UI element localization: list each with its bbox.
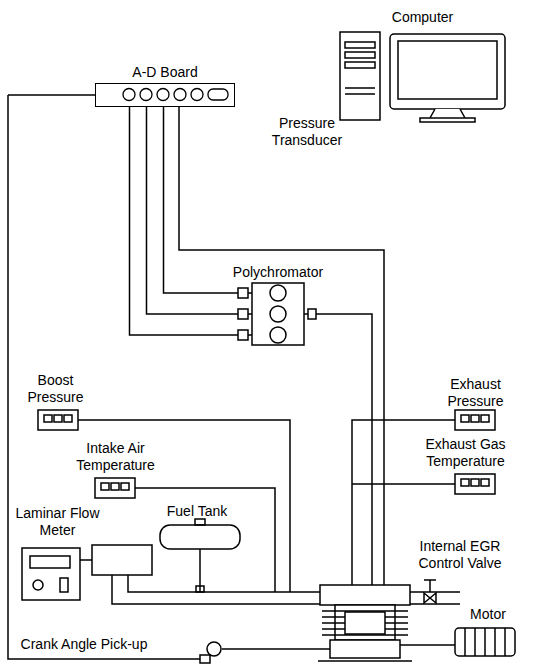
gauge-digit <box>121 483 129 490</box>
egr-valve <box>424 593 436 603</box>
shaft <box>400 644 455 646</box>
ad-board-shape <box>96 84 233 105</box>
switch <box>60 578 68 592</box>
part-label: Pressure Transducer <box>262 115 352 149</box>
injector <box>196 586 204 592</box>
detector-link <box>248 313 252 315</box>
part-label: Crank Angle Pick-up <box>4 636 164 653</box>
gauge-digit <box>471 415 479 422</box>
gauge-digit <box>44 415 52 422</box>
intake-pipe <box>112 575 320 604</box>
polychromator: Polychromator <box>231 264 326 345</box>
part-label: Boost Pressure <box>18 372 93 406</box>
sensor-wire <box>135 488 275 592</box>
board-port <box>157 89 169 101</box>
part-label: Motor <box>458 606 518 623</box>
gauge-box <box>38 410 78 430</box>
gauge-digit <box>54 415 62 422</box>
exhaust-pipe <box>410 592 460 604</box>
display <box>30 556 70 568</box>
shaft <box>222 648 330 650</box>
polychromator-shape <box>238 283 318 345</box>
engine-base <box>318 660 412 662</box>
gauge-digit <box>471 479 479 486</box>
cylinder-head <box>320 585 410 605</box>
filter <box>270 327 286 343</box>
signal-wire <box>8 95 200 659</box>
fiber-port <box>308 309 316 319</box>
drive-bay <box>345 42 375 48</box>
detector-link <box>248 334 252 336</box>
detector-link <box>248 292 252 294</box>
drive-bay <box>345 62 375 68</box>
computer-tower <box>340 32 380 120</box>
filter <box>270 285 286 301</box>
board-port <box>140 89 152 101</box>
monitor <box>390 34 505 109</box>
flow-controller <box>22 548 80 600</box>
node-heading: Computer <box>392 9 453 26</box>
gauge-digit <box>101 483 109 490</box>
filter <box>270 306 286 322</box>
motor-ribs <box>465 628 505 656</box>
monitor-screen <box>398 41 497 99</box>
gauge-box <box>455 474 495 494</box>
ad-board: A-D Board <box>95 64 235 107</box>
computer-node-body <box>335 28 510 123</box>
drive-bay <box>345 52 375 58</box>
piston <box>345 612 385 634</box>
detector <box>238 309 248 319</box>
part-label: Laminar Flow Meter <box>15 505 100 539</box>
pick-up <box>200 655 210 663</box>
polychromator-body <box>238 283 318 345</box>
part-label: Exhaust Pressure <box>438 376 513 410</box>
fuel-tank <box>160 525 240 549</box>
valve-stem <box>424 580 436 592</box>
detector <box>238 288 248 298</box>
cable <box>80 559 92 561</box>
gauge-digit <box>481 415 489 422</box>
gauge-digit <box>461 479 469 486</box>
ad-board-body <box>95 83 235 107</box>
part-label: Intake Air Temperature <box>68 440 163 474</box>
motor-body <box>455 628 515 656</box>
gauge-display <box>95 478 135 498</box>
knob <box>33 580 43 590</box>
gauge-box <box>455 410 495 430</box>
board-port <box>191 89 203 101</box>
optical-fiber <box>316 314 372 585</box>
board-connector <box>208 89 228 100</box>
gauge-digit <box>461 415 469 422</box>
part-label: Fuel Tank <box>152 503 242 520</box>
crankcase <box>330 640 400 658</box>
computer-node-shape <box>335 28 510 123</box>
gauge-display <box>455 474 495 494</box>
gauge-digit <box>64 415 72 422</box>
cooling-fins <box>322 611 408 635</box>
polychromator-box <box>252 283 304 345</box>
gauge-digit <box>481 479 489 486</box>
board-port <box>174 89 186 101</box>
gauge-box <box>95 478 135 498</box>
monitor-stand <box>420 109 475 122</box>
node-heading: A-D Board <box>132 64 197 81</box>
tower-vents <box>345 88 375 94</box>
board-port <box>123 89 135 101</box>
signal-wire <box>130 107 239 335</box>
node-heading: Polychromator <box>233 264 323 281</box>
crank-disk <box>207 642 221 656</box>
signal-wire <box>164 107 239 293</box>
flow-meter-body <box>92 545 152 575</box>
tank-cap <box>195 519 205 525</box>
gauge-display <box>38 410 78 430</box>
gauge-display <box>455 410 495 430</box>
signal-wire <box>147 107 239 314</box>
part-label: Exhaust Gas Temperature <box>418 436 513 470</box>
computer-node: Computer <box>335 9 510 123</box>
gauge-digit <box>111 483 119 490</box>
detector <box>238 330 248 340</box>
part-label: Internal EGR Control Valve <box>410 538 510 572</box>
